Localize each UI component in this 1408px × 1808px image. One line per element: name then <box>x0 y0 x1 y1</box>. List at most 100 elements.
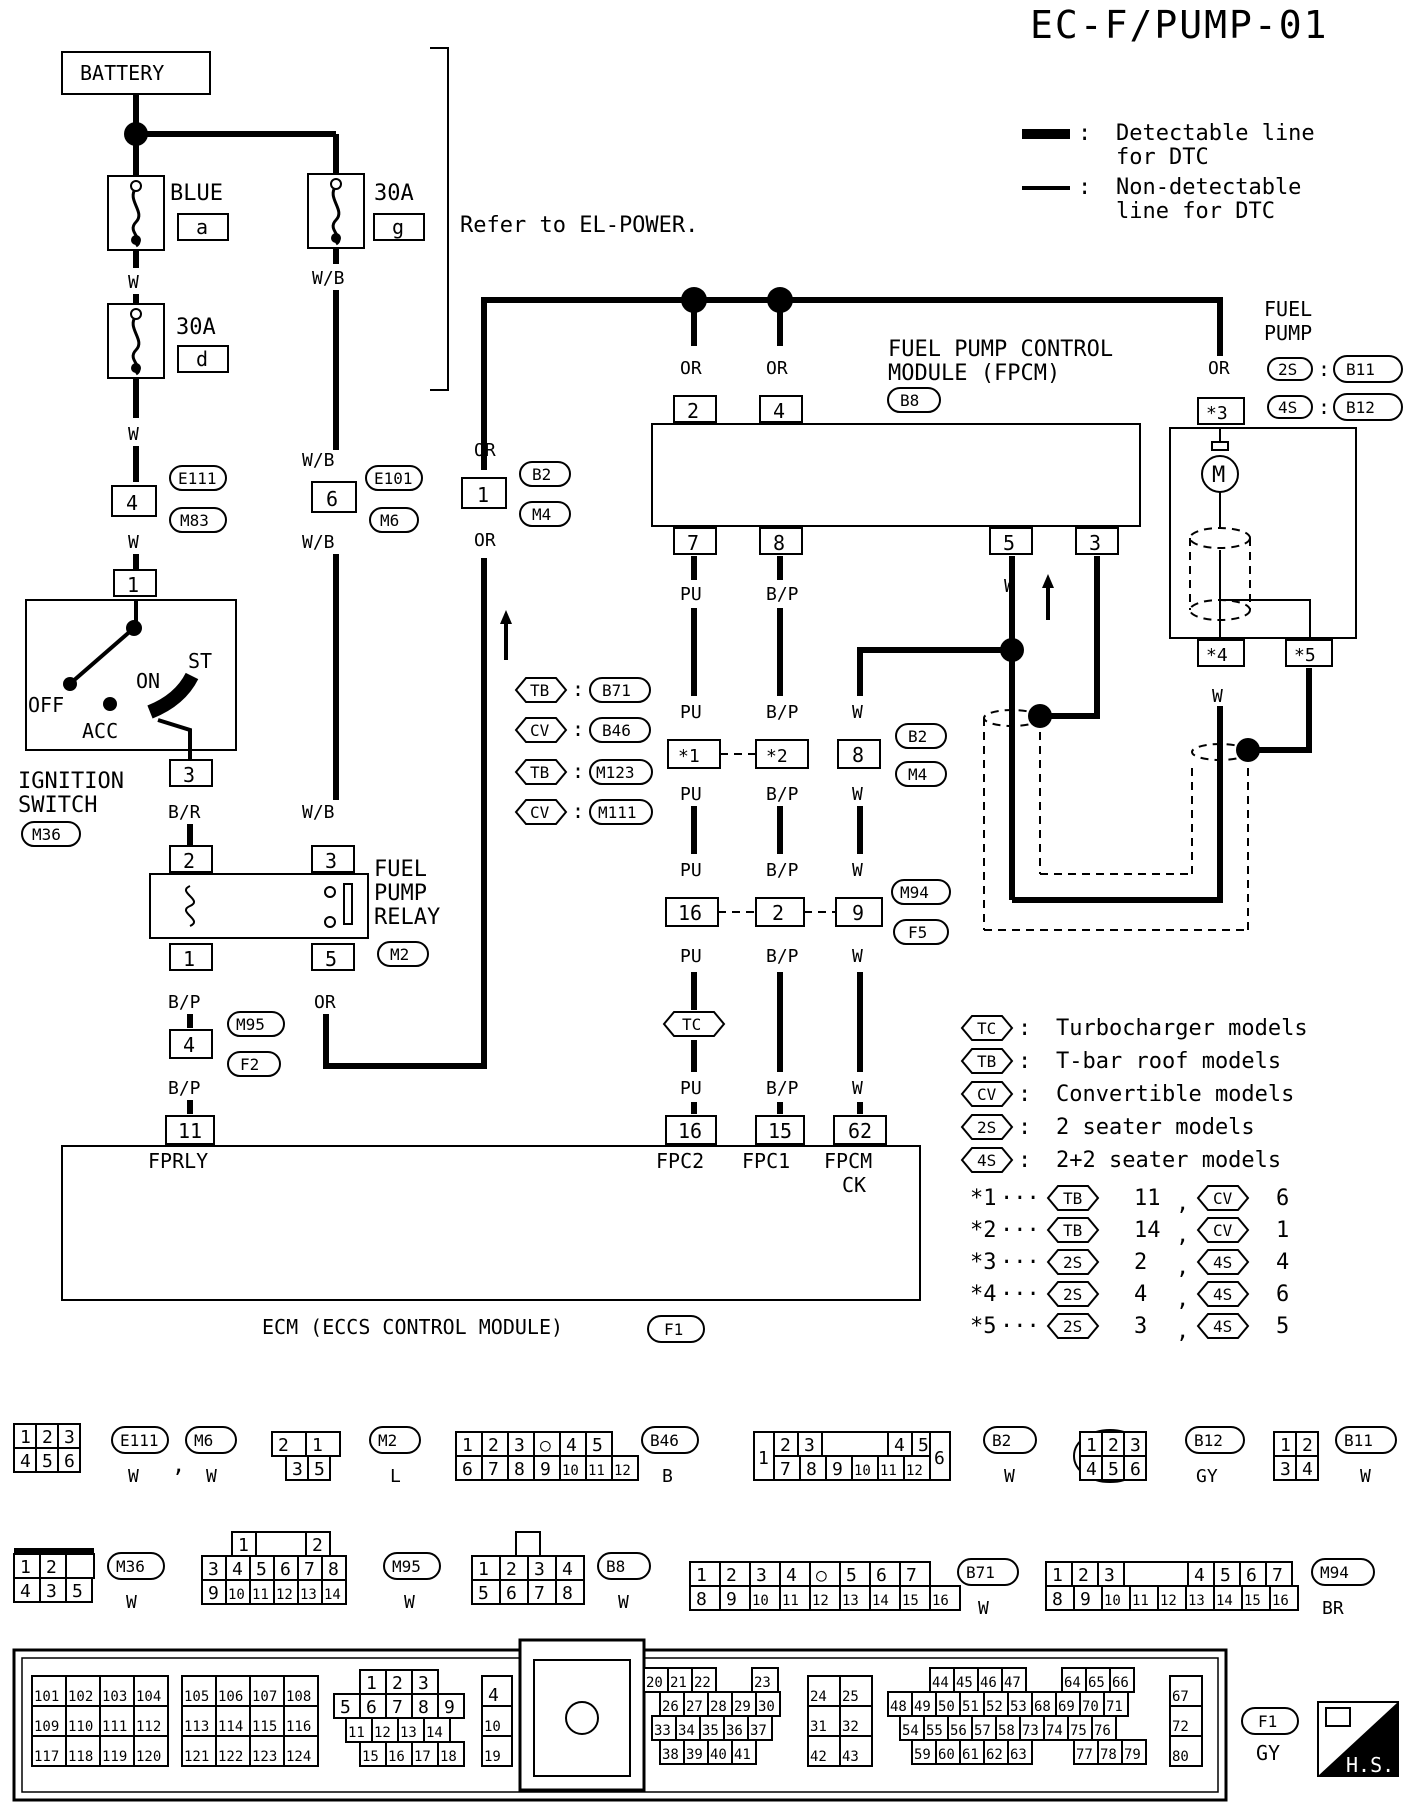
note-value: 11 <box>1134 1186 1161 1211</box>
connector-e111-m83 <box>111 485 157 517</box>
terminal-number: 63 <box>1010 1747 1027 1763</box>
svg-text:6: 6 <box>934 1448 945 1469</box>
svg-text:,: , <box>1176 1255 1189 1280</box>
svg-text:B/R: B/R <box>168 802 201 823</box>
connector-e101-m6 <box>311 481 357 513</box>
terminal-number: 12 <box>906 1463 923 1479</box>
svg-text:*5: *5 <box>1294 645 1316 666</box>
terminal-number: 119 <box>102 1749 127 1765</box>
note-value: 2 <box>1134 1250 1147 1275</box>
connector-tag-e111 <box>111 1426 169 1454</box>
svg-text:,: , <box>172 1453 185 1478</box>
svg-text::: : <box>572 717 584 741</box>
terminal-number: 12 <box>1160 1593 1177 1609</box>
terminal-number: 124 <box>286 1749 311 1765</box>
svg-text:W/B: W/B <box>302 802 335 823</box>
terminal-number: 9 <box>444 1697 455 1718</box>
svg-text:M6: M6 <box>380 511 399 530</box>
terminal-number: 2 <box>312 1535 323 1556</box>
terminal-number: 1 <box>1052 1565 1063 1586</box>
connector-tag-label: B11 <box>1344 1431 1373 1450</box>
svg-text:···: ··· <box>1000 1250 1040 1275</box>
terminal-number: 1 <box>20 1427 31 1448</box>
svg-text:W: W <box>1212 686 1223 707</box>
connector-tag-b46 <box>641 1426 699 1454</box>
svg-text:2: 2 <box>687 399 699 423</box>
terminal-number: 5 <box>1220 1565 1231 1586</box>
terminal-number: 1 <box>238 1535 249 1556</box>
terminal-number: 35 <box>702 1723 719 1739</box>
terminal-number: 22 <box>694 1675 711 1691</box>
note-key: *3 <box>970 1250 997 1275</box>
svg-text:OR: OR <box>474 530 496 551</box>
terminal-number: 33 <box>654 1723 671 1739</box>
svg-text:B/P: B/P <box>766 946 799 967</box>
terminal-number: 11 <box>252 1587 269 1603</box>
terminal-number: 27 <box>686 1699 703 1715</box>
svg-text:PUMP: PUMP <box>1264 321 1312 345</box>
svg-text:PU: PU <box>680 946 702 967</box>
terminal-number: 1 <box>696 1565 707 1586</box>
connector-b2-m4-w <box>837 739 881 769</box>
svg-text:E101: E101 <box>374 469 413 488</box>
terminal-number: 2 <box>780 1435 791 1456</box>
terminal-number: 110 <box>68 1719 93 1735</box>
terminal-number: 16 <box>932 1593 949 1609</box>
svg-text:CV: CV <box>530 803 550 822</box>
terminal-number: 109 <box>34 1719 59 1735</box>
connector-tag-m94 <box>1311 1558 1375 1586</box>
svg-text:···: ··· <box>1000 1282 1040 1307</box>
terminal-number: 11 <box>880 1463 897 1479</box>
svg-text::: : <box>572 677 584 701</box>
svg-text::: : <box>572 759 584 783</box>
terminal-number: 3 <box>292 1459 303 1480</box>
svg-text:,: , <box>1176 1287 1189 1312</box>
terminal-number: 55 <box>926 1723 943 1739</box>
connector-tag-b11 <box>1335 1426 1397 1454</box>
svg-text:RELAY: RELAY <box>374 905 440 930</box>
svg-text:B/P: B/P <box>168 1078 201 1099</box>
svg-text::: : <box>572 799 584 823</box>
terminal-number: 75 <box>1070 1723 1087 1739</box>
terminal-number: 40 <box>710 1747 727 1763</box>
connector-tag-b71 <box>957 1558 1019 1586</box>
terminal-number: 12 <box>614 1463 631 1479</box>
svg-text:W: W <box>128 1466 139 1487</box>
svg-text:M2: M2 <box>390 945 409 964</box>
model-tag-label: 4S <box>977 1151 996 1170</box>
model-tag-2s <box>960 1114 1014 1140</box>
connector-tag-m6 <box>185 1426 237 1454</box>
terminal-number: 60 <box>938 1747 955 1763</box>
terminal-number: 2 <box>278 1435 289 1456</box>
svg-text:g: g <box>392 215 404 239</box>
terminal-number: 31 <box>810 1719 827 1735</box>
model-tag-label: 2S <box>1063 1253 1082 1272</box>
connector-tag-b8 <box>597 1552 651 1580</box>
note-value: 1 <box>1276 1218 1289 1243</box>
svg-text:2S: 2S <box>1278 360 1297 379</box>
terminal-number: 29 <box>734 1699 751 1715</box>
model-tag-2s <box>1046 1281 1100 1307</box>
svg-text:TC: TC <box>682 1015 701 1034</box>
connector-m95-f2 <box>169 1029 213 1059</box>
svg-text:2: 2 <box>772 901 784 925</box>
terminal-number: 7 <box>488 1459 499 1480</box>
terminal-number: 18 <box>440 1749 457 1765</box>
model-tag-label: TB <box>1063 1189 1082 1208</box>
terminal-number: 120 <box>136 1749 161 1765</box>
terminal-number: 37 <box>750 1723 767 1739</box>
terminal-number: 4 <box>20 1581 31 1602</box>
terminal-number: 1 <box>312 1435 323 1456</box>
terminal-number: 3 <box>1280 1459 1291 1480</box>
terminal-number: 78 <box>1100 1747 1117 1763</box>
svg-text:M111: M111 <box>598 803 637 822</box>
terminal-number: 9 <box>726 1589 737 1610</box>
terminal-number: 23 <box>754 1675 771 1691</box>
connector-tag-label: M2 <box>378 1431 397 1450</box>
terminal-number: 4 <box>1086 1459 1097 1480</box>
terminal-number: 11 <box>588 1463 605 1479</box>
terminal-number: 15 <box>362 1749 379 1765</box>
svg-text:TB: TB <box>530 681 549 700</box>
terminal-number: 21 <box>670 1675 687 1691</box>
svg-text:d: d <box>196 347 208 371</box>
